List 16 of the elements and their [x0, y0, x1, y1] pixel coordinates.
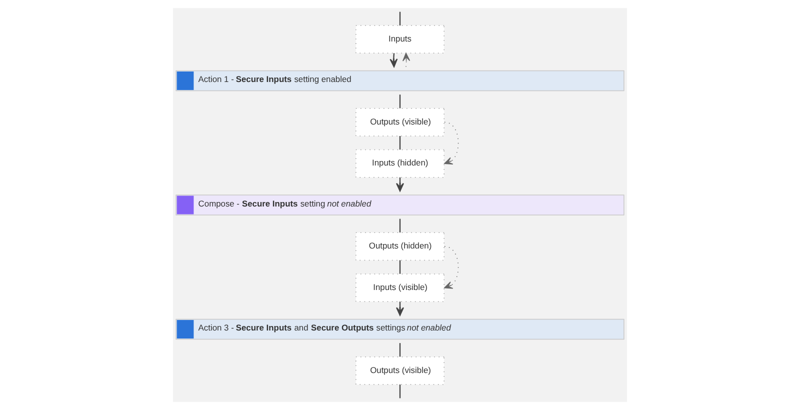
node-box: Outputs (visible)	[356, 108, 444, 136]
node-box: Inputs (visible)	[356, 274, 444, 302]
connector	[399, 384, 401, 398]
node-box: Outputs (visible)	[356, 356, 444, 385]
node-box: Outputs (hidden)	[356, 232, 444, 261]
connector	[399, 218, 401, 232]
arrow	[390, 53, 398, 68]
arrow	[444, 122, 459, 165]
node-box: Inputs	[356, 25, 444, 54]
connector	[399, 343, 401, 357]
connector	[399, 94, 401, 108]
arrow	[444, 246, 459, 289]
connector	[399, 136, 401, 150]
connector	[399, 12, 401, 26]
connector	[399, 260, 401, 274]
node-box: Inputs (hidden)	[356, 149, 444, 178]
